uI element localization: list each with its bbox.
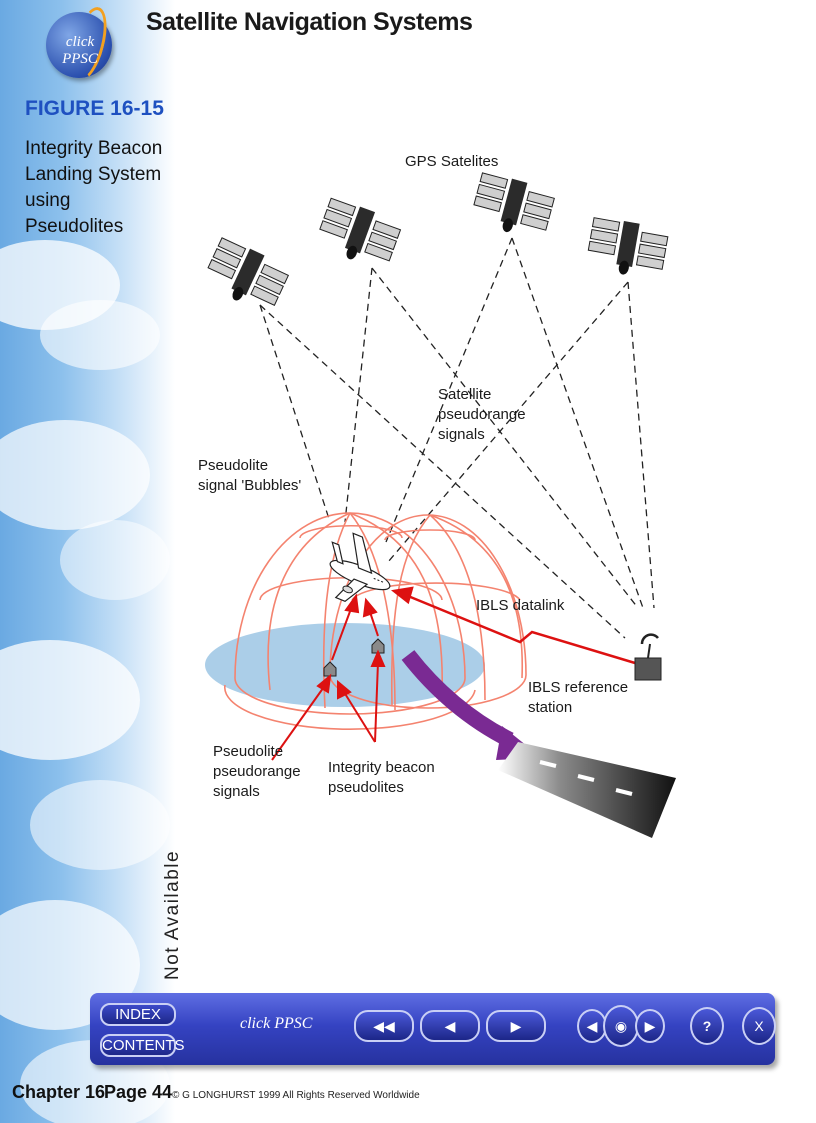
label-line: pseudorange — [438, 406, 526, 423]
pseudolite-beacons — [323, 638, 385, 677]
ground-area — [205, 623, 485, 707]
ibls-reference-station-label: IBLS reference station — [528, 678, 628, 718]
page-number: Page 44 — [104, 1082, 173, 1102]
next-icon: ▶ — [644, 1018, 656, 1034]
not-available-note: Not Available — [162, 849, 183, 980]
copyright-notice: © G LONGHURST 1999 All Rights Reserved W… — [172, 1090, 420, 1101]
label-line: pseudolites — [328, 779, 404, 796]
index-button[interactable]: INDEX — [100, 1003, 176, 1026]
caption-line: Landing System — [25, 164, 162, 185]
search-binoculars-icon: ◉ — [614, 1018, 628, 1034]
label-line: Integrity beacon — [328, 759, 435, 776]
integrity-beacon-label: Integrity beacon pseudolites — [328, 758, 435, 798]
forward-icon: ▶ — [510, 1018, 522, 1034]
label-line: pseudorange — [213, 763, 301, 780]
pseudolite-bubbles — [223, 512, 527, 731]
logo-text: click PPSC — [62, 34, 98, 67]
help-icon: ? — [702, 1018, 712, 1034]
figure-label: FIGURE 16-15 — [25, 97, 164, 120]
gps-satellite — [584, 215, 670, 282]
gps-satellites-label: GPS Satelites — [405, 153, 499, 170]
close-button[interactable]: X — [742, 1007, 776, 1045]
chapter-label: Chapter 16 — [12, 1082, 106, 1102]
help-button[interactable]: ? — [690, 1007, 724, 1045]
rewind-icon: ◀◀ — [373, 1018, 395, 1034]
ibls-diagram: GPS Satelites Satellite pseudorange sign… — [180, 130, 740, 860]
approach-arrow — [401, 650, 514, 748]
prev-icon: ◀ — [586, 1018, 598, 1034]
gps-satellite — [313, 195, 404, 273]
caption-line: using Pseudolites — [25, 190, 124, 237]
forward-button[interactable]: ▶ — [486, 1010, 546, 1042]
ppsc-logo[interactable]: click PPSC — [46, 3, 114, 85]
pseudolite-bubbles-label: Pseudolite signal 'Bubbles' — [198, 456, 301, 496]
label-line: Pseudolite — [213, 743, 284, 760]
label-line: Satellite — [438, 386, 492, 403]
contents-button[interactable]: CONTENTS — [100, 1034, 185, 1057]
label-line: signal 'Bubbles' — [198, 477, 302, 494]
search-button[interactable]: ◉ — [603, 1005, 639, 1047]
close-icon: X — [754, 1018, 764, 1034]
toolbar-logo: click PPSC — [240, 1015, 313, 1032]
label-line: station — [528, 699, 573, 716]
gps-satellite — [199, 235, 293, 317]
page-title: Satellite Navigation Systems — [146, 8, 473, 36]
ibls-diagram-graphic — [199, 170, 676, 838]
label-line: signals — [213, 783, 260, 800]
label-line: IBLS reference — [528, 679, 629, 696]
label-line: signals — [438, 426, 485, 443]
sky-background — [0, 0, 175, 1123]
navigation-toolbar: INDEX CONTENTS click PPSC ◀◀ ◀ ▶ ◀ ◉ ▶ ?… — [90, 993, 776, 1065]
caption-line: Integrity Beacon — [25, 138, 163, 159]
figure-caption: Integrity Beacon Landing System using Ps… — [25, 136, 165, 240]
back-button[interactable]: ◀ — [420, 1010, 480, 1042]
pseudolite-signal-arrows — [271, 593, 386, 761]
next-button[interactable]: ▶ — [635, 1009, 665, 1043]
prev-button[interactable]: ◀ — [577, 1009, 607, 1043]
reference-station — [634, 633, 662, 681]
ibls-datalink-arrow — [391, 586, 636, 665]
satellite-signals-label: Satellite pseudorange signals — [438, 385, 526, 445]
aircraft — [329, 532, 391, 603]
gps-satellite — [468, 170, 557, 243]
satellite-signals — [259, 237, 655, 639]
ibls-datalink-label: IBLS datalink — [476, 597, 565, 614]
label-line: Pseudolite — [198, 457, 269, 474]
pseudolite-signals-label: Pseudolite pseudorange signals — [213, 742, 301, 802]
rewind-button[interactable]: ◀◀ — [354, 1010, 414, 1042]
back-icon: ◀ — [444, 1018, 456, 1034]
runway — [498, 742, 676, 838]
